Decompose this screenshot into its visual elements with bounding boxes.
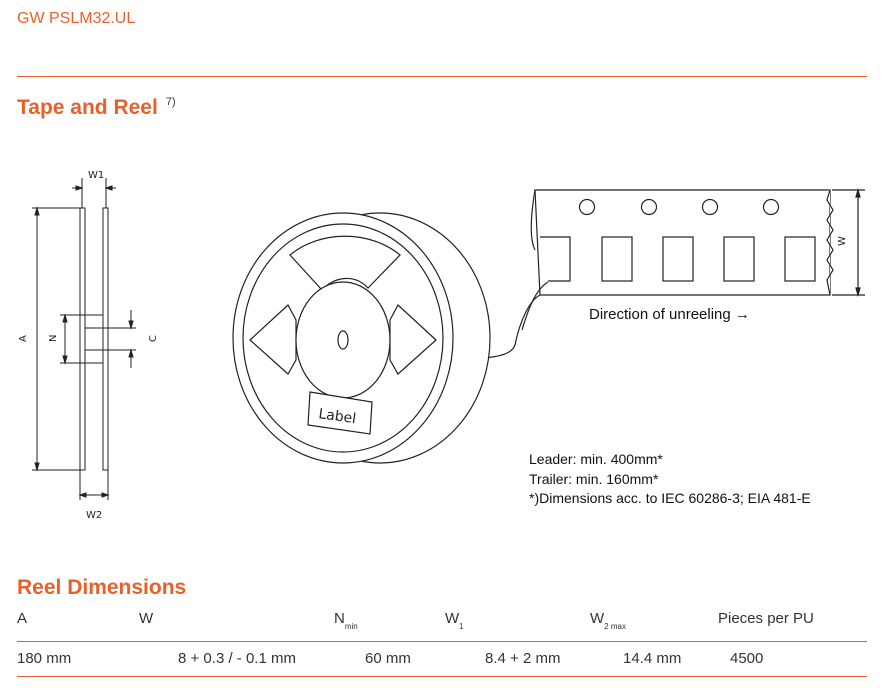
leader-note: Leader: min. 400mm* [529, 451, 663, 467]
reel-perspective-diagram: Label W [232, 187, 865, 464]
cell-a: 180 mm [17, 650, 72, 667]
label-w2: W2 [86, 510, 102, 521]
reel-side-view-diagram: W1 W2 A N C [18, 170, 159, 521]
cell-pieces: 4500 [730, 650, 764, 667]
w2-main: W [590, 610, 605, 627]
label-n: N [48, 335, 59, 342]
table-header-divider [17, 641, 867, 642]
cell-w2: 14.4 mm [623, 650, 682, 667]
table-bottom-divider [17, 676, 867, 677]
col-header-pieces: Pieces per PU [718, 610, 814, 627]
col-header-w2-max: W2 max [590, 610, 626, 631]
label-c: C [148, 335, 159, 342]
tape-and-reel-heading: Tape and Reel 7) [17, 96, 176, 120]
tape-and-reel-title: Tape and Reel [17, 96, 158, 119]
header-divider [17, 76, 867, 77]
col-header-w: W [139, 610, 154, 627]
cell-w1: 8.4 + 2 mm [485, 650, 561, 667]
w1-sub: 1 [459, 622, 464, 631]
cell-n: 60 mm [365, 650, 411, 667]
label-w1: W1 [88, 170, 104, 181]
footnote-ref: 7) [165, 96, 176, 108]
trailer-note: Trailer: min. 160mm* [529, 471, 659, 487]
w1-main: W [445, 610, 460, 627]
w2-sub: 2 max [604, 622, 626, 631]
reel-dimensions-title: Reel Dimensions [17, 576, 187, 599]
part-number: GW PSLM32.UL [17, 10, 136, 27]
n-main: N [334, 610, 345, 627]
col-header-w1: W1 [445, 610, 464, 631]
col-header-a: A [17, 610, 28, 627]
cell-w: 8 + 0.3 / - 0.1 mm [178, 650, 296, 667]
n-sub: min [344, 622, 358, 631]
reel-label-text: Label [317, 406, 357, 427]
col-header-n-min: Nmin [334, 610, 358, 631]
tape-width-label: W [837, 236, 848, 246]
standard-note: *)Dimensions acc. to IEC 60286-3; EIA 48… [529, 490, 811, 506]
label-a: A [18, 335, 29, 342]
direction-of-unreeling: Direction of unreeling → [589, 306, 750, 323]
